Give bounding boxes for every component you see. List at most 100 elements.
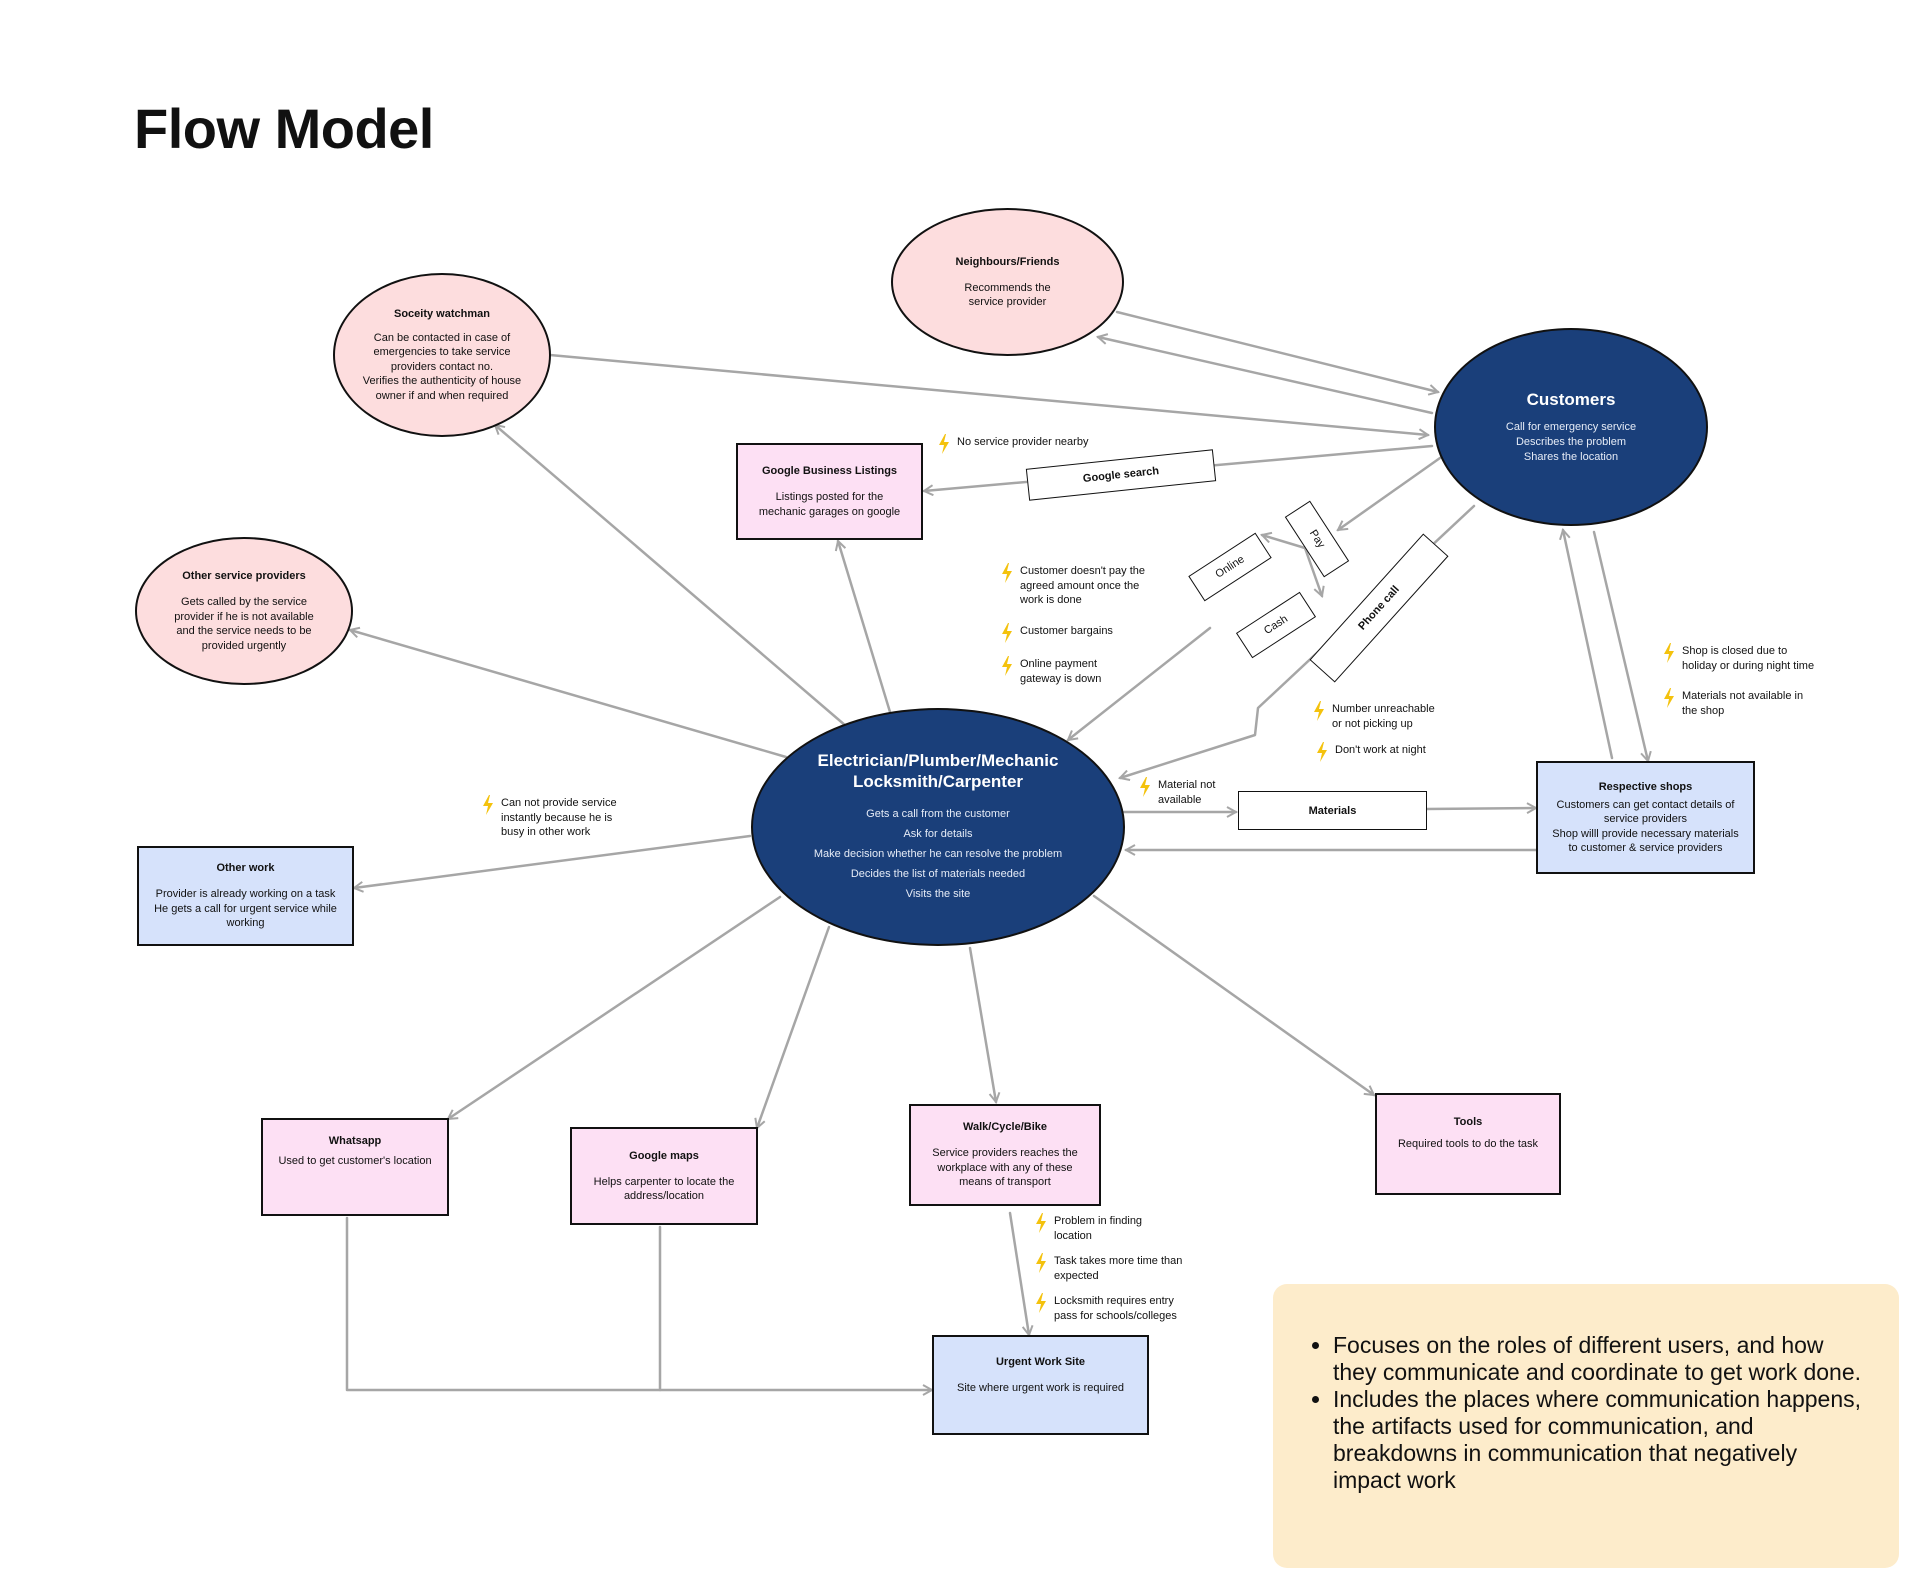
google-listings-desc: Listings posted for the mechanic garages… bbox=[758, 491, 901, 518]
lightning-icon bbox=[939, 434, 949, 454]
site-desc: Site where urgent work is required bbox=[957, 1382, 1124, 1394]
breakdown-text: Can not provide service instantly becaus… bbox=[501, 797, 617, 838]
other-work-desc: Provider is already working on a task He… bbox=[154, 888, 337, 930]
urgent-work-site-box[interactable]: Urgent Work Site Site where urgent work … bbox=[932, 1335, 1149, 1435]
provider-desc: Gets a call from the customer Ask for de… bbox=[813, 808, 1063, 900]
lightning-icon bbox=[1140, 777, 1150, 797]
maps-desc: Helps carpenter to locate the address/lo… bbox=[593, 1175, 735, 1203]
arrow-pay-online bbox=[1262, 535, 1307, 550]
transport-title: Walk/Cycle/Bike bbox=[963, 1121, 1047, 1134]
neighbours-desc: Recommends the service provider bbox=[964, 281, 1051, 309]
breakdown-text: Number unreachable or not picking up bbox=[1332, 703, 1435, 730]
customers-title: Customers bbox=[1526, 390, 1616, 409]
arrow-customers-to-pay bbox=[1338, 456, 1442, 532]
breakdown-text: Customer bargains bbox=[1020, 625, 1113, 637]
shops-desc: Customers can get contact details of ser… bbox=[1552, 798, 1739, 855]
respective-shops-box[interactable]: Respective shops Customers can get conta… bbox=[1536, 761, 1755, 874]
arrow-provider-to-maps bbox=[757, 925, 831, 1128]
site-title: Urgent Work Site bbox=[995, 1356, 1086, 1368]
arrow-shops-to-customers bbox=[1563, 530, 1614, 760]
other-work-box[interactable]: Other work Provider is already working o… bbox=[137, 846, 354, 946]
neighbours-friends-node[interactable]: Neighbours/Friends Recommends the servic… bbox=[891, 208, 1124, 356]
breakdown-text: Shop is closed due to holiday or during … bbox=[1682, 645, 1815, 672]
materials-label: Materials bbox=[1238, 791, 1427, 830]
breakdown-text: Locksmith requires entry pass for school… bbox=[1054, 1295, 1177, 1322]
lightning-icon bbox=[1664, 643, 1674, 663]
arrow-whatsapp-maps-to-site bbox=[345, 1216, 932, 1390]
lightning-icon bbox=[1036, 1253, 1046, 1273]
lightning-icon bbox=[1002, 563, 1012, 583]
watchman-title: Soceity watchman bbox=[394, 307, 490, 320]
breakdown-entry-pass: Locksmith requires entry pass for school… bbox=[1034, 1293, 1177, 1323]
arrow-provider-to-other-work bbox=[354, 834, 752, 888]
breakdown-unreachable: Number unreachable or not picking up bbox=[1312, 701, 1435, 731]
transport-desc: Service providers reaches the workplace … bbox=[932, 1147, 1078, 1189]
arrow-materials-to-shops bbox=[1424, 808, 1536, 809]
arrow-provider-to-google bbox=[838, 541, 892, 714]
summary-list: Focuses on the roles of different users,… bbox=[1303, 1332, 1869, 1494]
lightning-icon bbox=[1002, 623, 1012, 643]
whatsapp-desc: Used to get customer's location bbox=[278, 1155, 432, 1167]
neighbours-title: Neighbours/Friends bbox=[955, 255, 1060, 268]
lightning-icon bbox=[1036, 1293, 1046, 1313]
breakdown-no-provider: No service provider nearby bbox=[937, 434, 1089, 454]
breakdown-busy: Can not provide service instantly becaus… bbox=[481, 795, 617, 840]
arrow-provider-to-watchman bbox=[495, 425, 848, 728]
breakdown-no-pay: Customer doesn't pay the agreed amount o… bbox=[1000, 563, 1146, 608]
arrow-provider-to-other-providers bbox=[350, 630, 788, 759]
arrow-provider-to-tools bbox=[1092, 894, 1374, 1097]
breakdown-bargains: Customer bargains bbox=[1000, 623, 1113, 643]
society-watchman-node[interactable]: Soceity watchman Can be contacted in cas… bbox=[333, 273, 551, 437]
maps-title: Google maps bbox=[629, 1149, 699, 1162]
arrow-watchman-to-customers bbox=[548, 353, 1428, 435]
tools-box[interactable]: Tools Required tools to do the task bbox=[1375, 1093, 1561, 1195]
page-title: Flow Model bbox=[134, 97, 434, 160]
breakdown-text: Online payment gateway is down bbox=[1020, 658, 1102, 685]
arrow-provider-to-whatsapp bbox=[448, 895, 782, 1121]
summary-card: Focuses on the roles of different users,… bbox=[1273, 1284, 1899, 1568]
breakdown-text: Task takes more time than expected bbox=[1054, 1255, 1183, 1282]
other-service-providers-node[interactable]: Other service providers Gets called by t… bbox=[135, 537, 353, 685]
whatsapp-title: Whatsapp bbox=[328, 1135, 382, 1147]
breakdown-no-night: Don't work at night bbox=[1315, 742, 1426, 762]
breakdown-gateway: Online payment gateway is down bbox=[1000, 656, 1102, 686]
breakdown-text: Material not available bbox=[1158, 779, 1216, 806]
customers-node[interactable]: Customers Call for emergency service Des… bbox=[1434, 328, 1708, 526]
lightning-icon bbox=[483, 795, 493, 815]
arrow-pay-cash bbox=[1303, 546, 1322, 596]
breakdown-text: Problem in finding location bbox=[1054, 1215, 1143, 1242]
customers-desc: Call for emergency service Describes the… bbox=[1505, 421, 1637, 463]
breakdown-more-time: Task takes more time than expected bbox=[1034, 1253, 1183, 1283]
shops-title: Respective shops bbox=[1598, 780, 1693, 793]
arrow-pay-to-provider bbox=[1068, 626, 1212, 740]
arrow-customers-to-shops bbox=[1592, 530, 1648, 761]
google-listings-title: Google Business Listings bbox=[761, 465, 898, 477]
tools-title: Tools bbox=[1453, 1116, 1483, 1128]
lightning-icon bbox=[1317, 742, 1327, 762]
watchman-desc: Can be contacted in case of emergencies … bbox=[362, 331, 522, 402]
breakdown-material-na: Material not available bbox=[1138, 777, 1216, 807]
walk-cycle-bike-box[interactable]: Walk/Cycle/Bike Service providers reache… bbox=[909, 1104, 1101, 1206]
other-providers-desc: Gets called by the service provider if h… bbox=[174, 596, 314, 652]
whatsapp-box[interactable]: Whatsapp Used to get customer's location bbox=[261, 1118, 449, 1216]
summary-item: Focuses on the roles of different users,… bbox=[1333, 1332, 1869, 1386]
arrow-customers-to-neighbours bbox=[1098, 337, 1434, 415]
tools-desc: Required tools to do the task bbox=[1397, 1138, 1539, 1150]
lightning-icon bbox=[1664, 688, 1674, 708]
other-providers-title: Other service providers bbox=[182, 570, 306, 582]
breakdown-text: Materials not available in the shop bbox=[1682, 690, 1804, 717]
service-provider-node[interactable]: Electrician/Plumber/Mechanic Locksmith/C… bbox=[751, 708, 1125, 946]
summary-item: Includes the places where communication … bbox=[1333, 1386, 1869, 1494]
lightning-icon bbox=[1002, 656, 1012, 676]
arrow-transport-to-site bbox=[1008, 1211, 1029, 1335]
breakdown-text: No service provider nearby bbox=[957, 436, 1089, 448]
google-business-listings-box[interactable]: Google Business Listings Listings posted… bbox=[736, 443, 923, 540]
google-maps-box[interactable]: Google maps Helps carpenter to locate th… bbox=[570, 1127, 758, 1225]
arrow-neighbours-to-customers bbox=[1115, 310, 1438, 392]
breakdown-finding: Problem in finding location bbox=[1034, 1213, 1143, 1243]
breakdown-shop-closed: Shop is closed due to holiday or during … bbox=[1662, 643, 1815, 673]
breakdown-materials-shop: Materials not available in the shop bbox=[1662, 688, 1804, 718]
other-work-title: Other work bbox=[216, 862, 275, 875]
lightning-icon bbox=[1036, 1213, 1046, 1233]
breakdown-text: Customer doesn't pay the agreed amount o… bbox=[1020, 565, 1146, 606]
